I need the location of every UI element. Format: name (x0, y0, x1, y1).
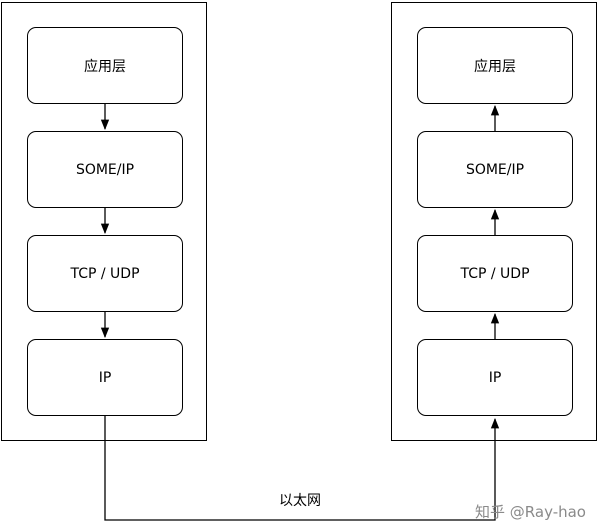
sender-stack: 应用层 SOME/IP TCP / UDP IP (1, 2, 207, 441)
receiver-stack: 应用层 SOME/IP TCP / UDP IP (391, 2, 597, 441)
someip-layer-box: SOME/IP (417, 131, 573, 208)
ethernet-label: 以太网 (260, 490, 340, 510)
tcp-udp-layer-box: TCP / UDP (27, 235, 183, 312)
ethernet-link-line (104, 416, 500, 521)
ip-layer-box: IP (27, 339, 183, 416)
application-layer-box: 应用层 (417, 27, 573, 104)
someip-layer-box: SOME/IP (27, 131, 183, 208)
watermark-text: 知乎 @Ray-hao (475, 503, 586, 521)
ip-layer-box: IP (417, 339, 573, 416)
application-layer-box: 应用层 (27, 27, 183, 104)
tcp-udp-layer-box: TCP / UDP (417, 235, 573, 312)
